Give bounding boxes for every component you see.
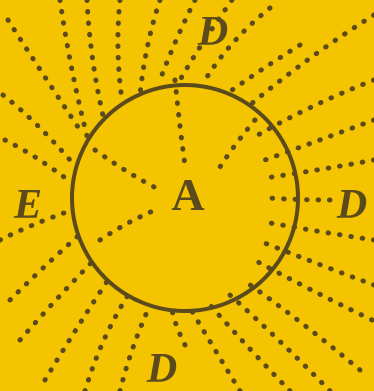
label-left-e: E (13, 182, 42, 228)
label-top-d: D (197, 9, 228, 55)
label-right-d: D (336, 182, 367, 228)
label-bottom-d: D (146, 346, 177, 391)
label-center-a: A (171, 169, 204, 220)
